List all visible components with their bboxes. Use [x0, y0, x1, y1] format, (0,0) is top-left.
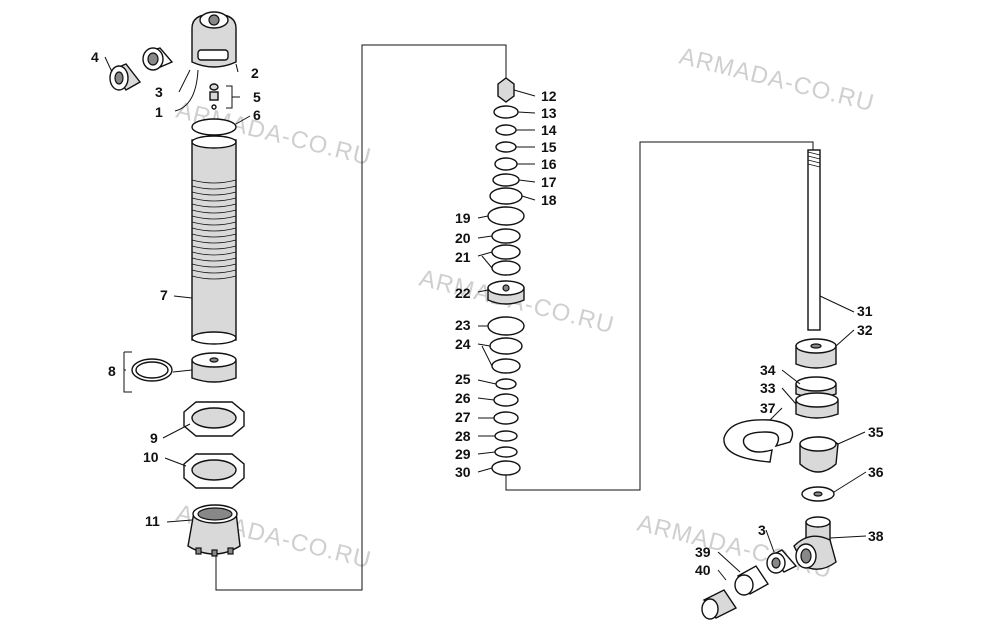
bushing-part [142, 47, 174, 71]
label-5: 5 [253, 89, 261, 105]
label-4: 4 [91, 49, 99, 65]
label-10: 10 [143, 449, 159, 465]
label-14: 14 [541, 122, 557, 138]
piston-22 [487, 280, 525, 305]
shim-26 [493, 393, 519, 407]
assembly-frames [215, 44, 814, 591]
shim-28 [494, 430, 518, 442]
label-20: 20 [455, 230, 471, 246]
label-39: 39 [695, 544, 711, 560]
label-15: 15 [541, 139, 557, 155]
label-18: 18 [541, 192, 557, 208]
bottom-eye-38 [793, 516, 837, 570]
label-30: 30 [455, 464, 471, 480]
sleeve-part [109, 63, 142, 91]
o-ring-part [191, 118, 237, 136]
label-3: 3 [155, 84, 163, 100]
right-assembly [701, 149, 839, 620]
bottom-cap-part [187, 504, 241, 557]
label-9: 9 [150, 430, 158, 446]
shim-20 [491, 228, 521, 244]
bushing-3-right [766, 549, 798, 574]
bumper-32 [795, 338, 837, 369]
seal-33 [795, 392, 839, 419]
washer-36-hole [813, 491, 823, 497]
shim-29 [494, 446, 518, 458]
watermarks: ARMADA-CO.RU ARMADA-CO.RU ARMADA-CO.RU A… [174, 43, 878, 585]
shim-27 [493, 411, 519, 425]
bellows-tube-part [191, 135, 237, 345]
shim-24a [489, 337, 523, 355]
label-12: 12 [541, 88, 557, 104]
washer-14 [495, 124, 517, 136]
top-cap-part [191, 11, 237, 68]
shim-21a [491, 244, 521, 260]
frame-middle-to-right [505, 141, 814, 491]
label-7: 7 [160, 287, 168, 303]
washer-16 [494, 157, 518, 171]
spacer-39 [734, 565, 770, 596]
watermark-2: ARMADA-CO.RU [677, 43, 878, 118]
left-assembly [109, 11, 245, 557]
label-37: 37 [760, 400, 776, 416]
shim-24b [491, 358, 521, 374]
washer-17 [492, 173, 520, 187]
leader-lines [104, 56, 867, 581]
label-16: 16 [541, 156, 557, 172]
label-11: 11 [145, 513, 160, 529]
label-19: 19 [455, 210, 471, 226]
cup-35 [799, 436, 839, 473]
frame-left-to-middle [215, 44, 507, 591]
label-29: 29 [455, 446, 471, 462]
shim-21b [491, 260, 521, 276]
label-31: 31 [857, 303, 873, 319]
washer-15 [495, 141, 517, 153]
label-23: 23 [455, 317, 471, 333]
label-40: 40 [695, 562, 711, 578]
label-24: 24 [455, 336, 471, 352]
part-labels: 1 2 3 4 5 6 7 8 9 10 11 12 13 14 15 16 1… [91, 49, 884, 578]
shim-19 [487, 206, 525, 226]
label-6: 6 [253, 107, 261, 123]
label-38: 38 [868, 528, 884, 544]
label-36: 36 [868, 464, 884, 480]
label-34: 34 [760, 362, 776, 378]
shaft-31 [807, 149, 821, 331]
label-22: 22 [455, 285, 471, 301]
sleeve-40 [701, 589, 738, 620]
valve-pieces [209, 83, 219, 110]
label-3-right: 3 [758, 522, 766, 538]
label-25: 25 [455, 371, 471, 387]
label-17: 17 [541, 174, 557, 190]
piston-ring-part [131, 352, 237, 383]
label-13: 13 [541, 105, 557, 121]
shim-30 [491, 460, 521, 476]
label-2: 2 [251, 65, 259, 81]
label-27: 27 [455, 409, 471, 425]
shim-18 [489, 187, 523, 205]
label-35: 35 [868, 424, 884, 440]
label-26: 26 [455, 390, 471, 406]
label-1: 1 [155, 104, 163, 120]
label-32: 32 [857, 322, 873, 338]
label-8: 8 [108, 363, 116, 379]
washer-13 [493, 105, 519, 119]
shim-25 [495, 378, 517, 390]
label-21: 21 [455, 249, 471, 265]
shim-stack [487, 77, 525, 476]
retaining-clip-37 [723, 419, 794, 463]
rod-nut-part [497, 77, 515, 103]
label-28: 28 [455, 428, 471, 444]
label-33: 33 [760, 380, 776, 396]
shim-23 [487, 316, 525, 336]
adjuster-nut-part [183, 453, 245, 489]
lock-nut-part [183, 401, 245, 437]
